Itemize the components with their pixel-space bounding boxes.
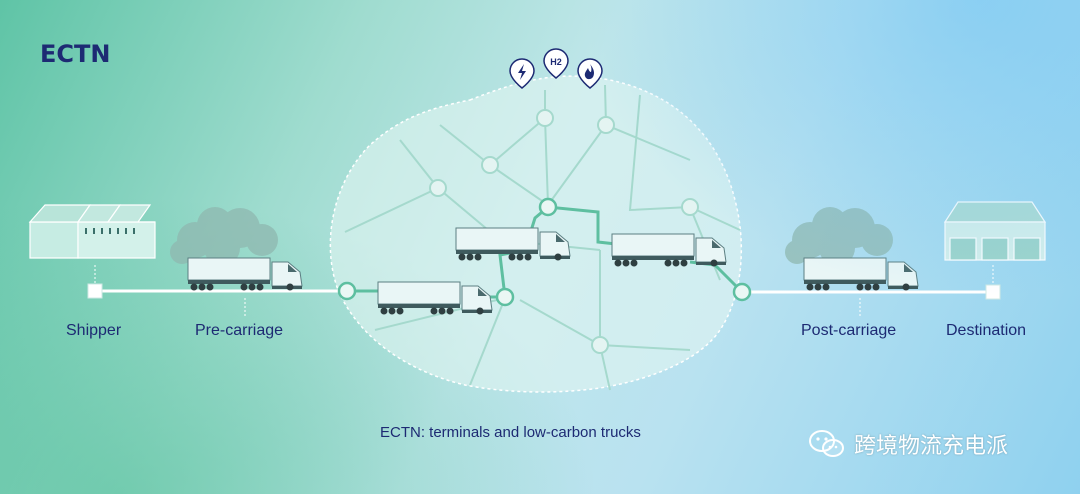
diagram-caption: ECTN: terminals and low-carbon trucks [380, 424, 641, 441]
emission-cloud-post [785, 207, 893, 266]
truck-post-carriage [803, 257, 919, 291]
emission-cloud-pre [170, 207, 278, 266]
pre-carriage-label: Pre-carriage [195, 322, 284, 339]
watermark-text: 跨境物流充电派 [854, 434, 1009, 459]
destination-label: Destination [946, 322, 1027, 339]
flame-icon [577, 58, 603, 89]
post-carriage-label: Post-carriage [801, 322, 897, 339]
warehouse-icon [943, 201, 1047, 261]
lightning-icon [509, 58, 535, 89]
hydrogen-label: H2 [550, 57, 562, 67]
page-title: ECTN [40, 40, 111, 68]
hydrogen-icon: H2 [543, 48, 569, 79]
truck-pre-carriage [187, 257, 303, 291]
watermark: 跨境物流充电派 [808, 428, 1008, 460]
wechat-icon [809, 430, 844, 457]
truck-terminal-1 [377, 281, 493, 315]
destination-node [985, 284, 1001, 300]
shipper-label: Shipper [66, 322, 122, 339]
factory-icon [28, 204, 156, 259]
shipper-node [87, 283, 103, 299]
truck-terminal-2 [455, 227, 571, 261]
truck-terminal-3 [611, 233, 727, 267]
